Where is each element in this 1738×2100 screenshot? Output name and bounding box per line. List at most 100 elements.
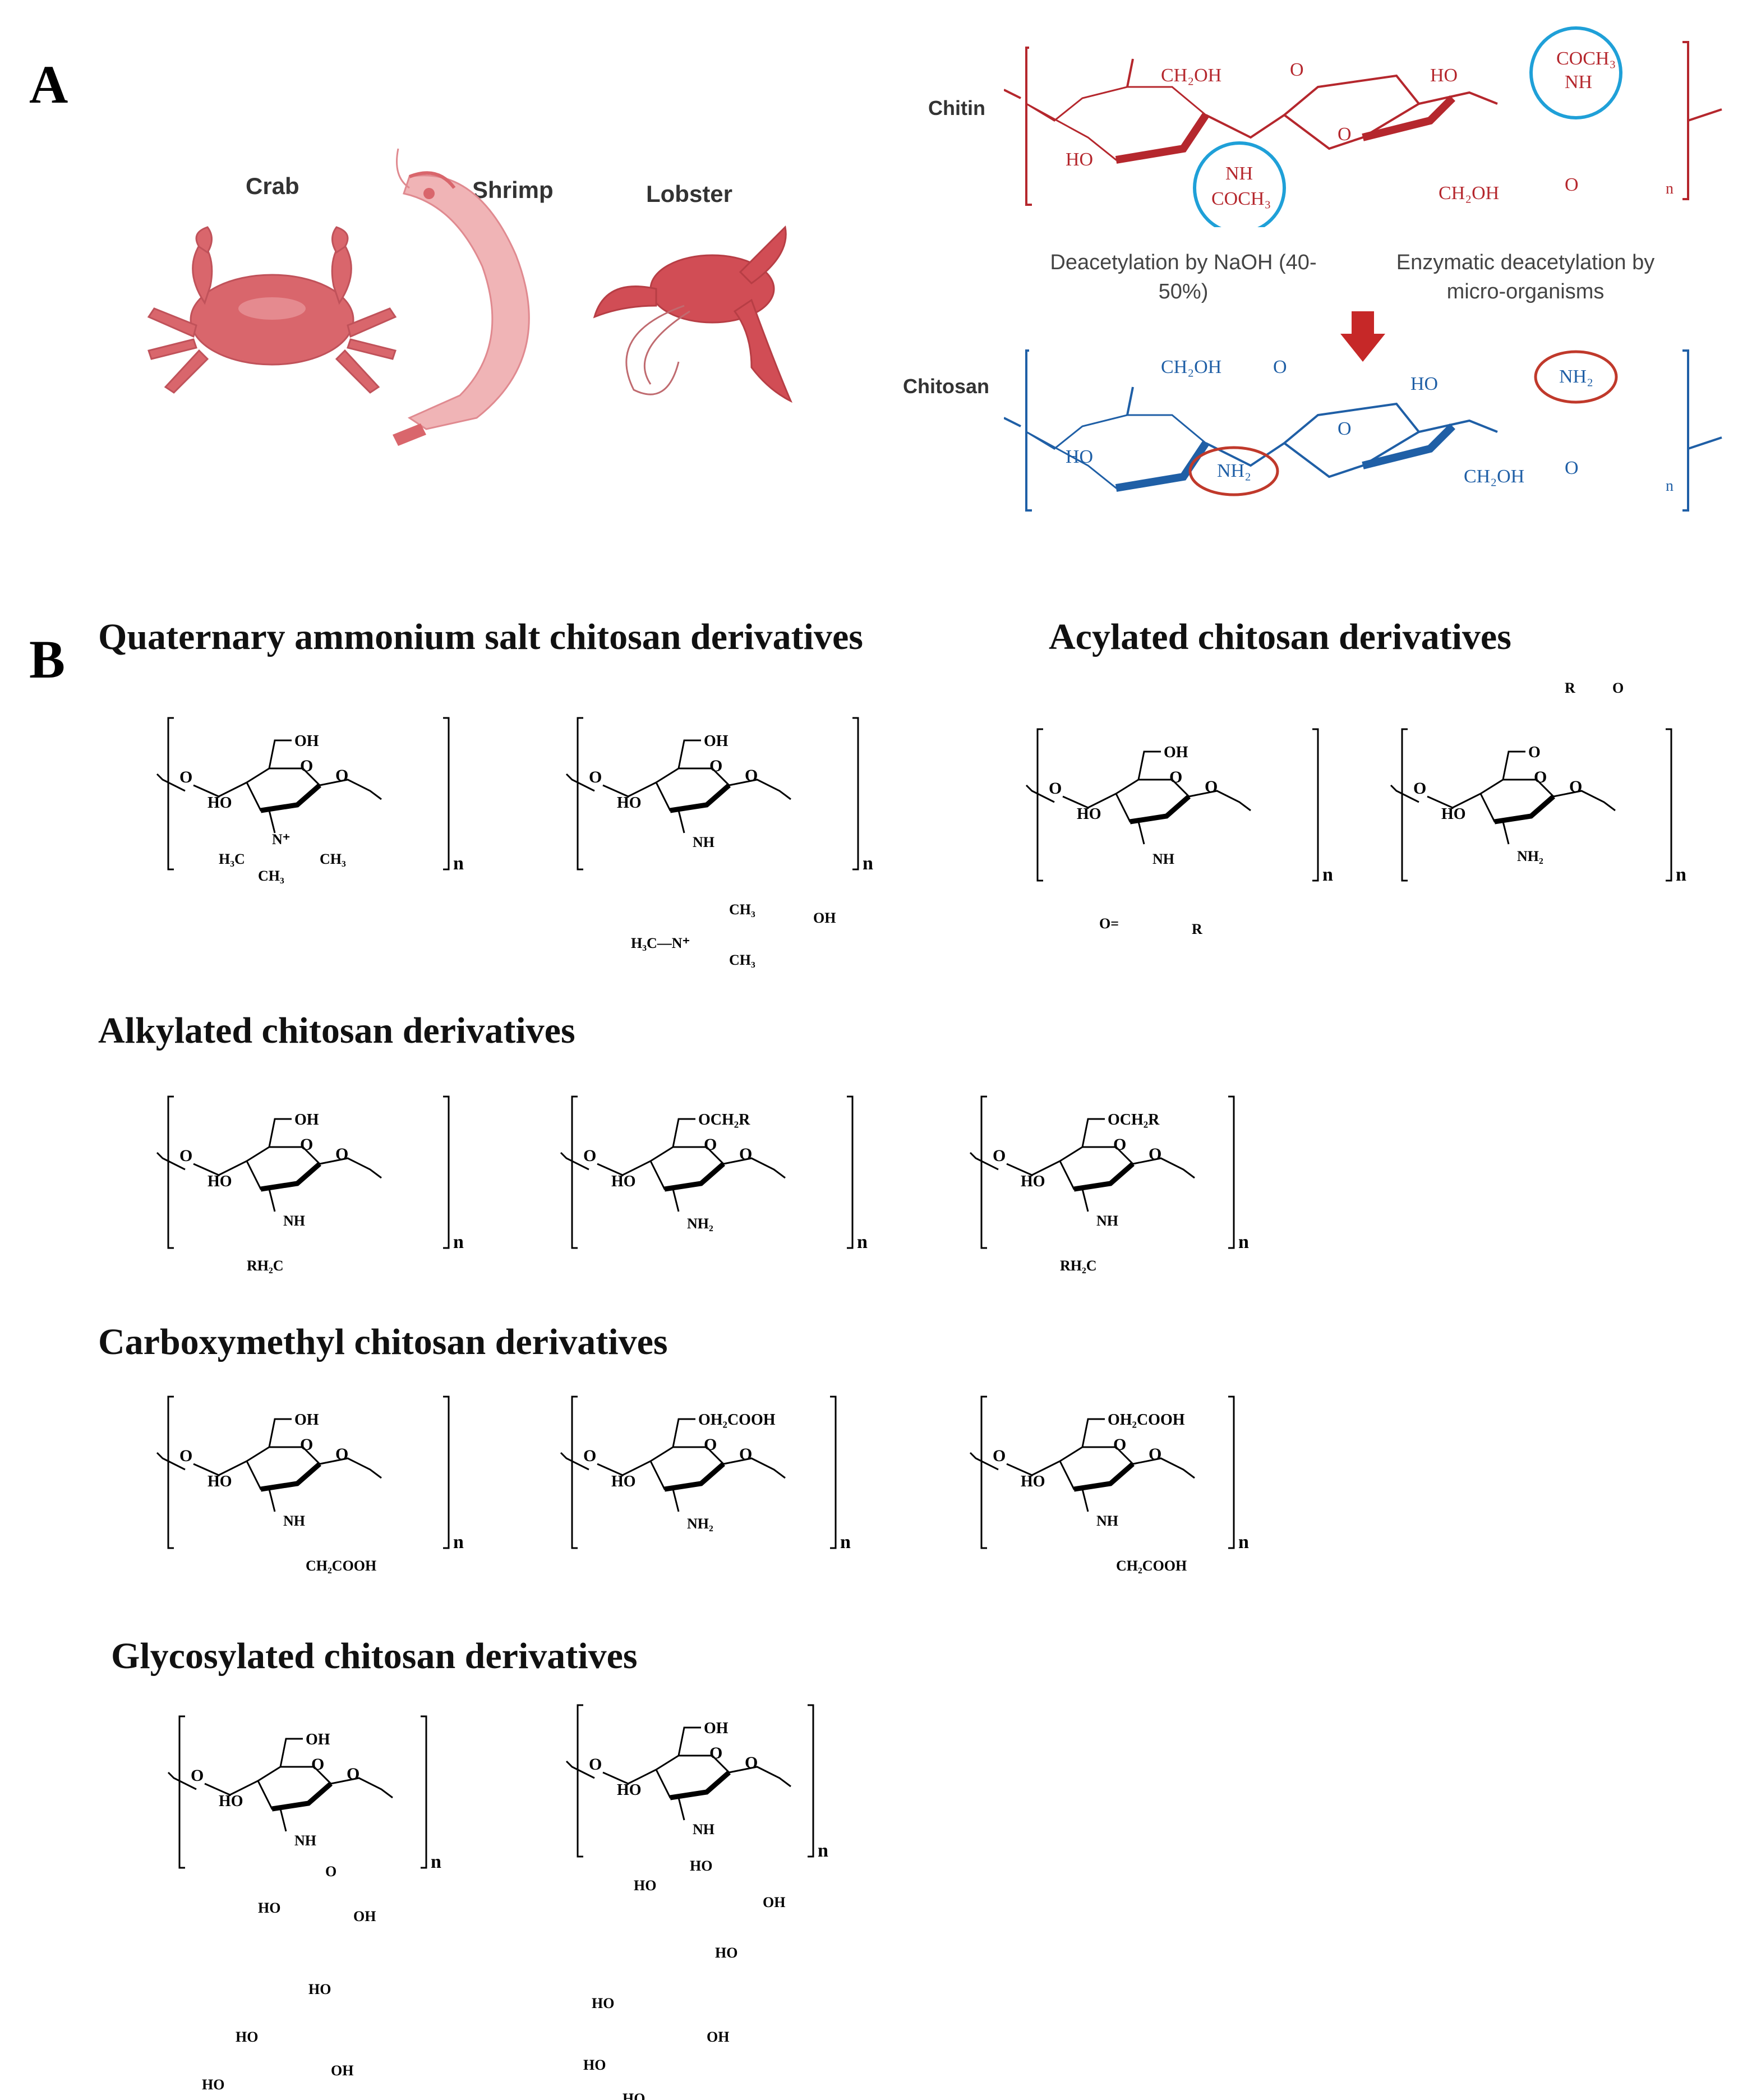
glyco-1-ring-o: O [311, 1755, 324, 1774]
cm-1-ring-o: O [300, 1435, 313, 1454]
acyl-1-ring-o: O [1169, 768, 1182, 786]
heading-acylated: Acylated chitosan derivatives [1049, 616, 1511, 657]
quat-2-sub3: H₃C—N⁺ [631, 935, 690, 951]
alkyl-3-link-o: O [1149, 1145, 1161, 1163]
reaction-arrow [1340, 311, 1385, 362]
glyco-1-sub2: OH [353, 1908, 376, 1924]
enzymatic-deacetylation-note: Enzymatic deacetylation by micro-organis… [1396, 251, 1655, 303]
alkyl-3-sub1: RH₂C [1060, 1258, 1097, 1274]
alkyl-2-c6: OCH₂R [698, 1111, 750, 1129]
shrimp-label: Shrimp [472, 177, 554, 203]
heading-alkylated: Alkylated chitosan derivatives [98, 1010, 575, 1051]
quat-1-sub1: N⁺ [272, 831, 291, 848]
chitin-ho-2: HO [1430, 65, 1458, 86]
quat-1-ring-o: O [300, 757, 313, 775]
chitin-label: Chitin [928, 96, 985, 119]
glyco-2-sub8: HO [623, 2090, 645, 2100]
glyco-1-left-o: O [191, 1766, 204, 1785]
chitosan-nh2-1: NH₂ [1217, 460, 1251, 481]
crab-label: Crab [246, 173, 299, 199]
naoh-deacetylation-note: Deacetylation by NaOH (40-50%) [1050, 251, 1317, 303]
glyco-1: OHOOOHOnNHOOHHOHOHOOHHOHO [167, 1715, 441, 2093]
cm-1-link-o: O [335, 1445, 348, 1463]
glyco-2-sub0: NH [693, 1821, 714, 1838]
chitin-link-o: O [1338, 124, 1352, 145]
quat-1-ho: HO [208, 794, 232, 812]
chitosan-ho-1: HO [1066, 446, 1093, 467]
acyl-1-n: n [1322, 864, 1333, 885]
glyco-2-link-o: O [745, 1753, 758, 1772]
glyco-2-ho: HO [617, 1781, 642, 1799]
acyl-2-ho: HO [1441, 805, 1466, 823]
acyl-1-sub0: NH [1152, 851, 1174, 867]
glyco-2-sub2: OH [763, 1894, 785, 1910]
acyl-2-ring-o: O [1534, 768, 1547, 786]
quat-2-sub0: NH [693, 834, 714, 850]
panel-label-b: B [29, 629, 66, 689]
acyl-2-sub1: R [1565, 680, 1575, 696]
alkyl-1-c6: OH [294, 1111, 319, 1129]
crab-illustration [147, 226, 397, 394]
quat-2-sub4: CH₃ [729, 952, 755, 968]
chitin-structure: CH₂OH O HO NH COCH₃ O HO CH₂OH O COCH₃ N… [1004, 26, 1722, 227]
acyl-2-n: n [1676, 864, 1686, 885]
chitin-nh-1: NH [1225, 163, 1253, 184]
glyco-1-sub3: HO [258, 1900, 280, 1916]
chitosan-n: n [1666, 477, 1674, 495]
alkyl-3-sub0: NH [1096, 1213, 1118, 1229]
alkyl-3-left-o: O [993, 1146, 1006, 1165]
alkyl-1-link-o: O [335, 1145, 348, 1163]
chitosan-ho-2: HO [1410, 374, 1438, 394]
quat-2-n: n [863, 853, 873, 874]
cm-3-left-o: O [993, 1447, 1006, 1465]
cm-2-n: n [840, 1532, 851, 1553]
alkyl-1-left-o: O [179, 1146, 192, 1165]
lobster-label: Lobster [646, 181, 733, 207]
acyl-2-c6: O [1528, 744, 1541, 761]
glyco-2-ring-o: O [709, 1744, 722, 1762]
quat-1-sub2: H₃C [219, 851, 245, 867]
cm-2-ring-o: O [704, 1435, 717, 1454]
glyco-1-c6: OH [306, 1731, 330, 1748]
cm-3-sub1: CH₂COOH [1116, 1558, 1187, 1574]
acyl-1-sub2: R [1192, 921, 1202, 937]
alkyl-3-ring-o: O [1113, 1135, 1126, 1154]
chitosan-link-o: O [1338, 418, 1352, 439]
heading-glycosylated: Glycosylated chitosan derivatives [111, 1636, 638, 1677]
quat-1-n: n [453, 853, 464, 874]
glyco-1-sub6: OH [331, 2062, 353, 2079]
lobster-illustration [593, 225, 792, 403]
acyl-2-sub0: NH₂ [1517, 848, 1543, 864]
alkyl-2-sub0: NH₂ [687, 1215, 713, 1232]
quat-1-link-o: O [335, 766, 348, 785]
cm-1-n: n [453, 1532, 464, 1553]
alkyl-3-c6: OCH₂R [1108, 1111, 1160, 1129]
panel-label-a: A [29, 54, 68, 114]
glyco-2-sub7: HO [583, 2057, 606, 2073]
cm-2-sub0: NH₂ [687, 1516, 713, 1532]
alkyl-1-sub0: NH [283, 1213, 305, 1229]
cm-1-left-o: O [179, 1447, 192, 1465]
glyco-2-sub1: HO [690, 1858, 712, 1874]
chitosan-ring-o-2: O [1565, 458, 1579, 478]
quat-1-left-o: O [179, 768, 192, 786]
chitin-ho-1: HO [1066, 149, 1093, 170]
acyl-1-sub1: O= [1099, 915, 1119, 932]
heading-quaternary: Quaternary ammonium salt chitosan deriva… [98, 616, 863, 657]
cm-2-link-o: O [739, 1445, 752, 1463]
glyco-1-sub7: HO [202, 2076, 224, 2093]
chitosan-nh2-2: NH₂ [1559, 366, 1593, 387]
alkyl-2-left-o: O [583, 1146, 596, 1165]
cm-2-ho: HO [611, 1473, 636, 1490]
cm-3-ho: HO [1021, 1473, 1045, 1490]
alkyl-3-n: n [1238, 1232, 1249, 1252]
chitin-n: n [1666, 180, 1674, 197]
